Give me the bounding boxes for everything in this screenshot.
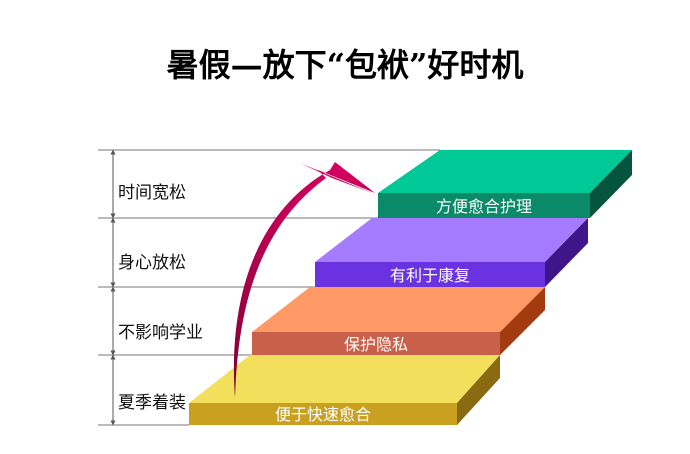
step-green: 方便愈合护理 xyxy=(378,150,632,218)
step-purple: 有利于康复 xyxy=(315,218,588,287)
step-label: 保护隐私 xyxy=(344,335,408,354)
step-label: 方便愈合护理 xyxy=(436,197,532,216)
guide-lines xyxy=(98,149,440,426)
step-label: 便于快速愈合 xyxy=(275,405,371,424)
step-orange: 保护隐私 xyxy=(252,287,545,355)
level-label: 身心放松 xyxy=(118,253,186,273)
level-label: 时间宽松 xyxy=(118,183,186,203)
level-label: 夏季着装 xyxy=(118,393,186,413)
step-yellow: 便于快速愈合 xyxy=(189,355,500,425)
growth-arrow-icon xyxy=(233,162,375,398)
slide-title: 暑假—放下“包袱”好时机 xyxy=(166,46,524,84)
step-label: 有利于康复 xyxy=(390,266,470,285)
level-label: 不影响学业 xyxy=(118,323,203,343)
